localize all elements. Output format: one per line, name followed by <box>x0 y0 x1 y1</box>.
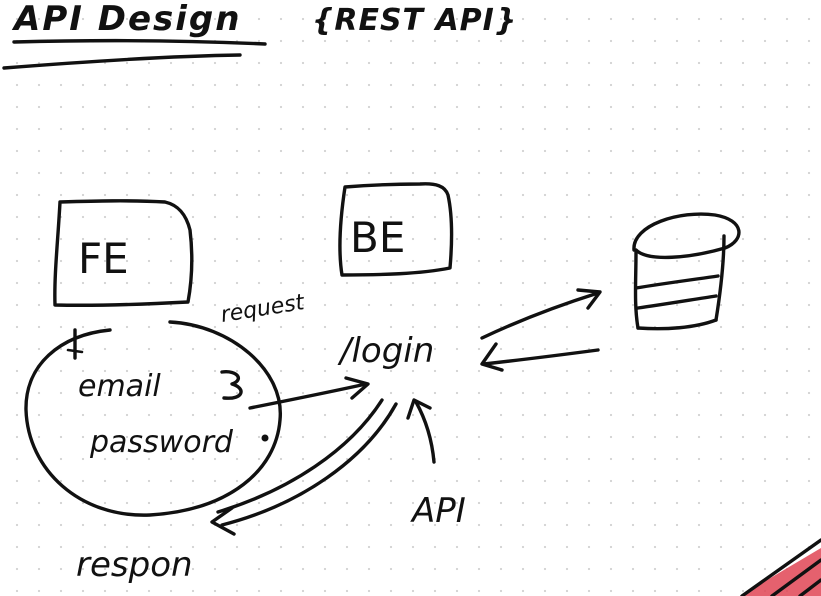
diagram-subtitle: {REST API} <box>312 3 517 38</box>
backend-box <box>338 182 454 277</box>
diagram-title: API Design <box>11 0 241 39</box>
database-top <box>632 212 741 260</box>
backend-node[interactable]: BE <box>338 182 454 277</box>
arrow-from-database <box>482 348 600 366</box>
corner-accent <box>740 538 821 596</box>
title-underline-2 <box>2 53 242 70</box>
backend-label: BE <box>350 213 405 262</box>
form-email-field: email <box>78 369 161 404</box>
response-arrow-head <box>210 506 236 536</box>
corner-accent-line-1 <box>740 538 821 596</box>
corner-accent-line-3 <box>798 578 821 596</box>
arrow-to-database-head <box>576 288 602 310</box>
api-arrow <box>414 400 436 464</box>
endpoint-label: /login <box>337 331 434 371</box>
form-password-field: password <box>89 425 234 460</box>
title-underline-1 <box>12 38 267 46</box>
form-outline <box>24 320 282 517</box>
arrow-from-database-head <box>480 342 504 372</box>
database-right-side <box>714 234 726 322</box>
corner-accent-line-2 <box>770 558 821 596</box>
form-dot <box>261 434 269 442</box>
form-brace <box>220 370 243 400</box>
response-arrow-2 <box>220 402 398 527</box>
request-arrow-head <box>344 376 370 400</box>
database-node[interactable] <box>632 212 741 331</box>
database-ring-2 <box>636 294 718 310</box>
frontend-node[interactable]: FE <box>53 199 194 307</box>
database-bottom <box>636 318 718 331</box>
frontend-label: FE <box>78 234 129 283</box>
database-ring-1 <box>634 274 720 290</box>
arrow-to-database <box>480 291 600 340</box>
frontend-to-form-tick <box>66 348 84 354</box>
request-arrow <box>248 382 368 410</box>
frontend-box <box>53 199 194 307</box>
response-arrow-1 <box>216 398 384 514</box>
database-left-side <box>633 250 640 330</box>
response-label: respon <box>76 545 193 585</box>
request-label: request <box>219 290 307 328</box>
api-arrow-head <box>406 398 432 420</box>
api-label: API <box>410 491 466 531</box>
